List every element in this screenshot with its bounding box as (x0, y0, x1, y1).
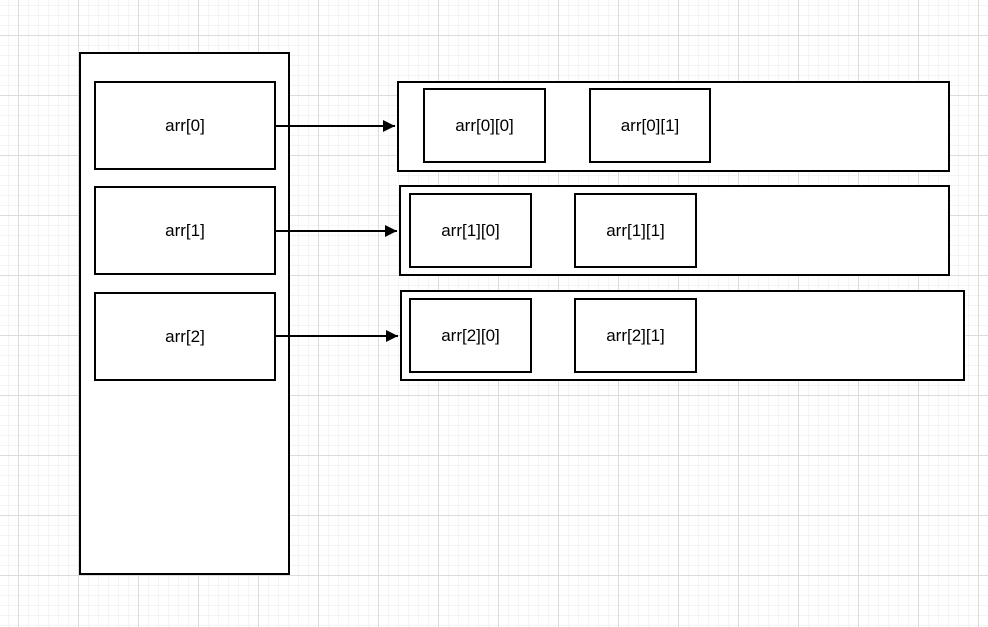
element-cell-label: arr[0][1] (620, 116, 680, 135)
element-cell-arr0-0[interactable]: arr[0][0] (423, 88, 546, 163)
pointer-cell-arr1[interactable]: arr[1] (94, 186, 276, 275)
element-cell-label: arr[1][1] (606, 221, 665, 240)
pointer-cell-arr0[interactable]: arr[0] (94, 81, 276, 170)
element-cell-arr1-0[interactable]: arr[1][0] (409, 193, 532, 268)
pointer-cell-label: arr[1] (165, 221, 205, 240)
element-cell-label: arr[2][0] (441, 326, 500, 345)
element-cell-label: arr[1][0] (441, 221, 500, 240)
pointer-cell-label: arr[0] (165, 116, 205, 135)
element-cell-arr1-1[interactable]: arr[1][1] (574, 193, 697, 268)
element-cell-arr2-1[interactable]: arr[2][1] (574, 298, 697, 373)
pointer-cell-label: arr[2] (165, 327, 205, 346)
element-cell-arr0-1[interactable]: arr[0][1] (589, 88, 711, 163)
element-cell-label: arr[2][1] (606, 326, 665, 345)
element-cell-label: arr[0][0] (455, 116, 514, 135)
element-cell-arr2-0[interactable]: arr[2][0] (409, 298, 532, 373)
pointer-cell-arr2[interactable]: arr[2] (94, 292, 276, 381)
